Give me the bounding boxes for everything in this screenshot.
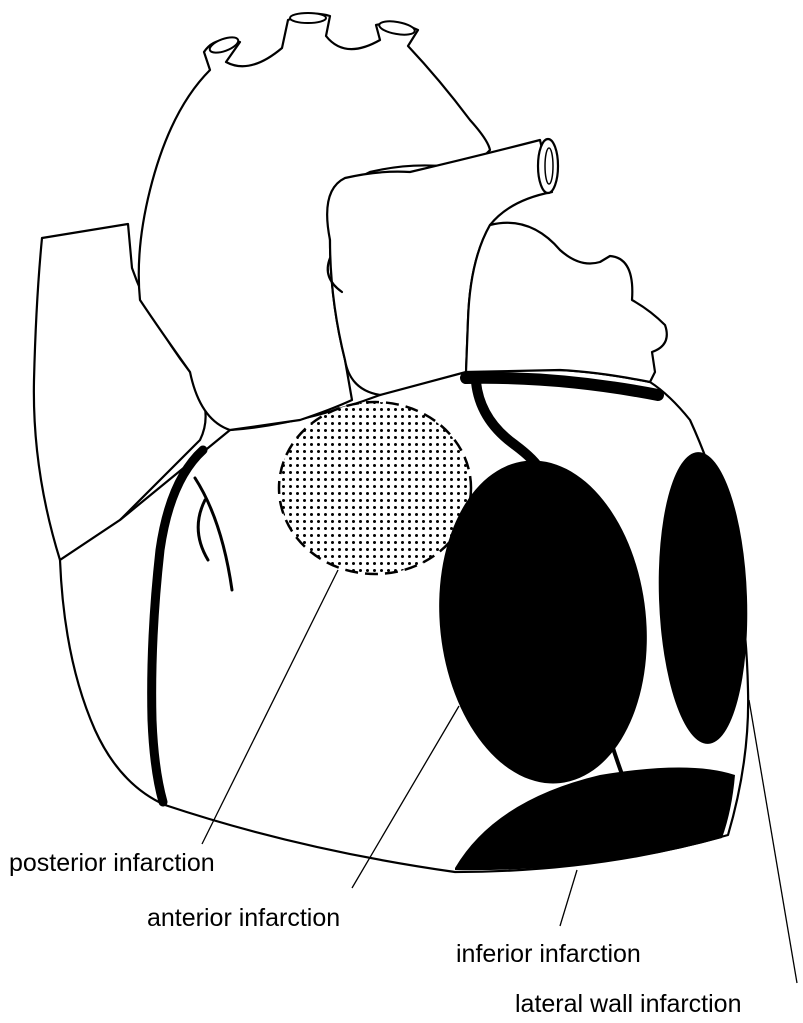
- posterior-infarction-label: posterior infarction: [9, 851, 215, 876]
- aortic-branch-2-opening: [290, 13, 326, 23]
- left-atrium-outline: [466, 223, 667, 382]
- lateral-wall-infarction-label: lateral wall infarction: [515, 992, 742, 1017]
- anterior-infarction-label: anterior infarction: [147, 906, 340, 931]
- pulmonary-lumen: [545, 148, 553, 184]
- posterior-infarction-zone: [279, 402, 471, 574]
- inferior-infarction-label: inferior infarction: [456, 942, 641, 967]
- lateral-leader-line: [749, 700, 797, 983]
- inferior-leader-line: [560, 870, 577, 926]
